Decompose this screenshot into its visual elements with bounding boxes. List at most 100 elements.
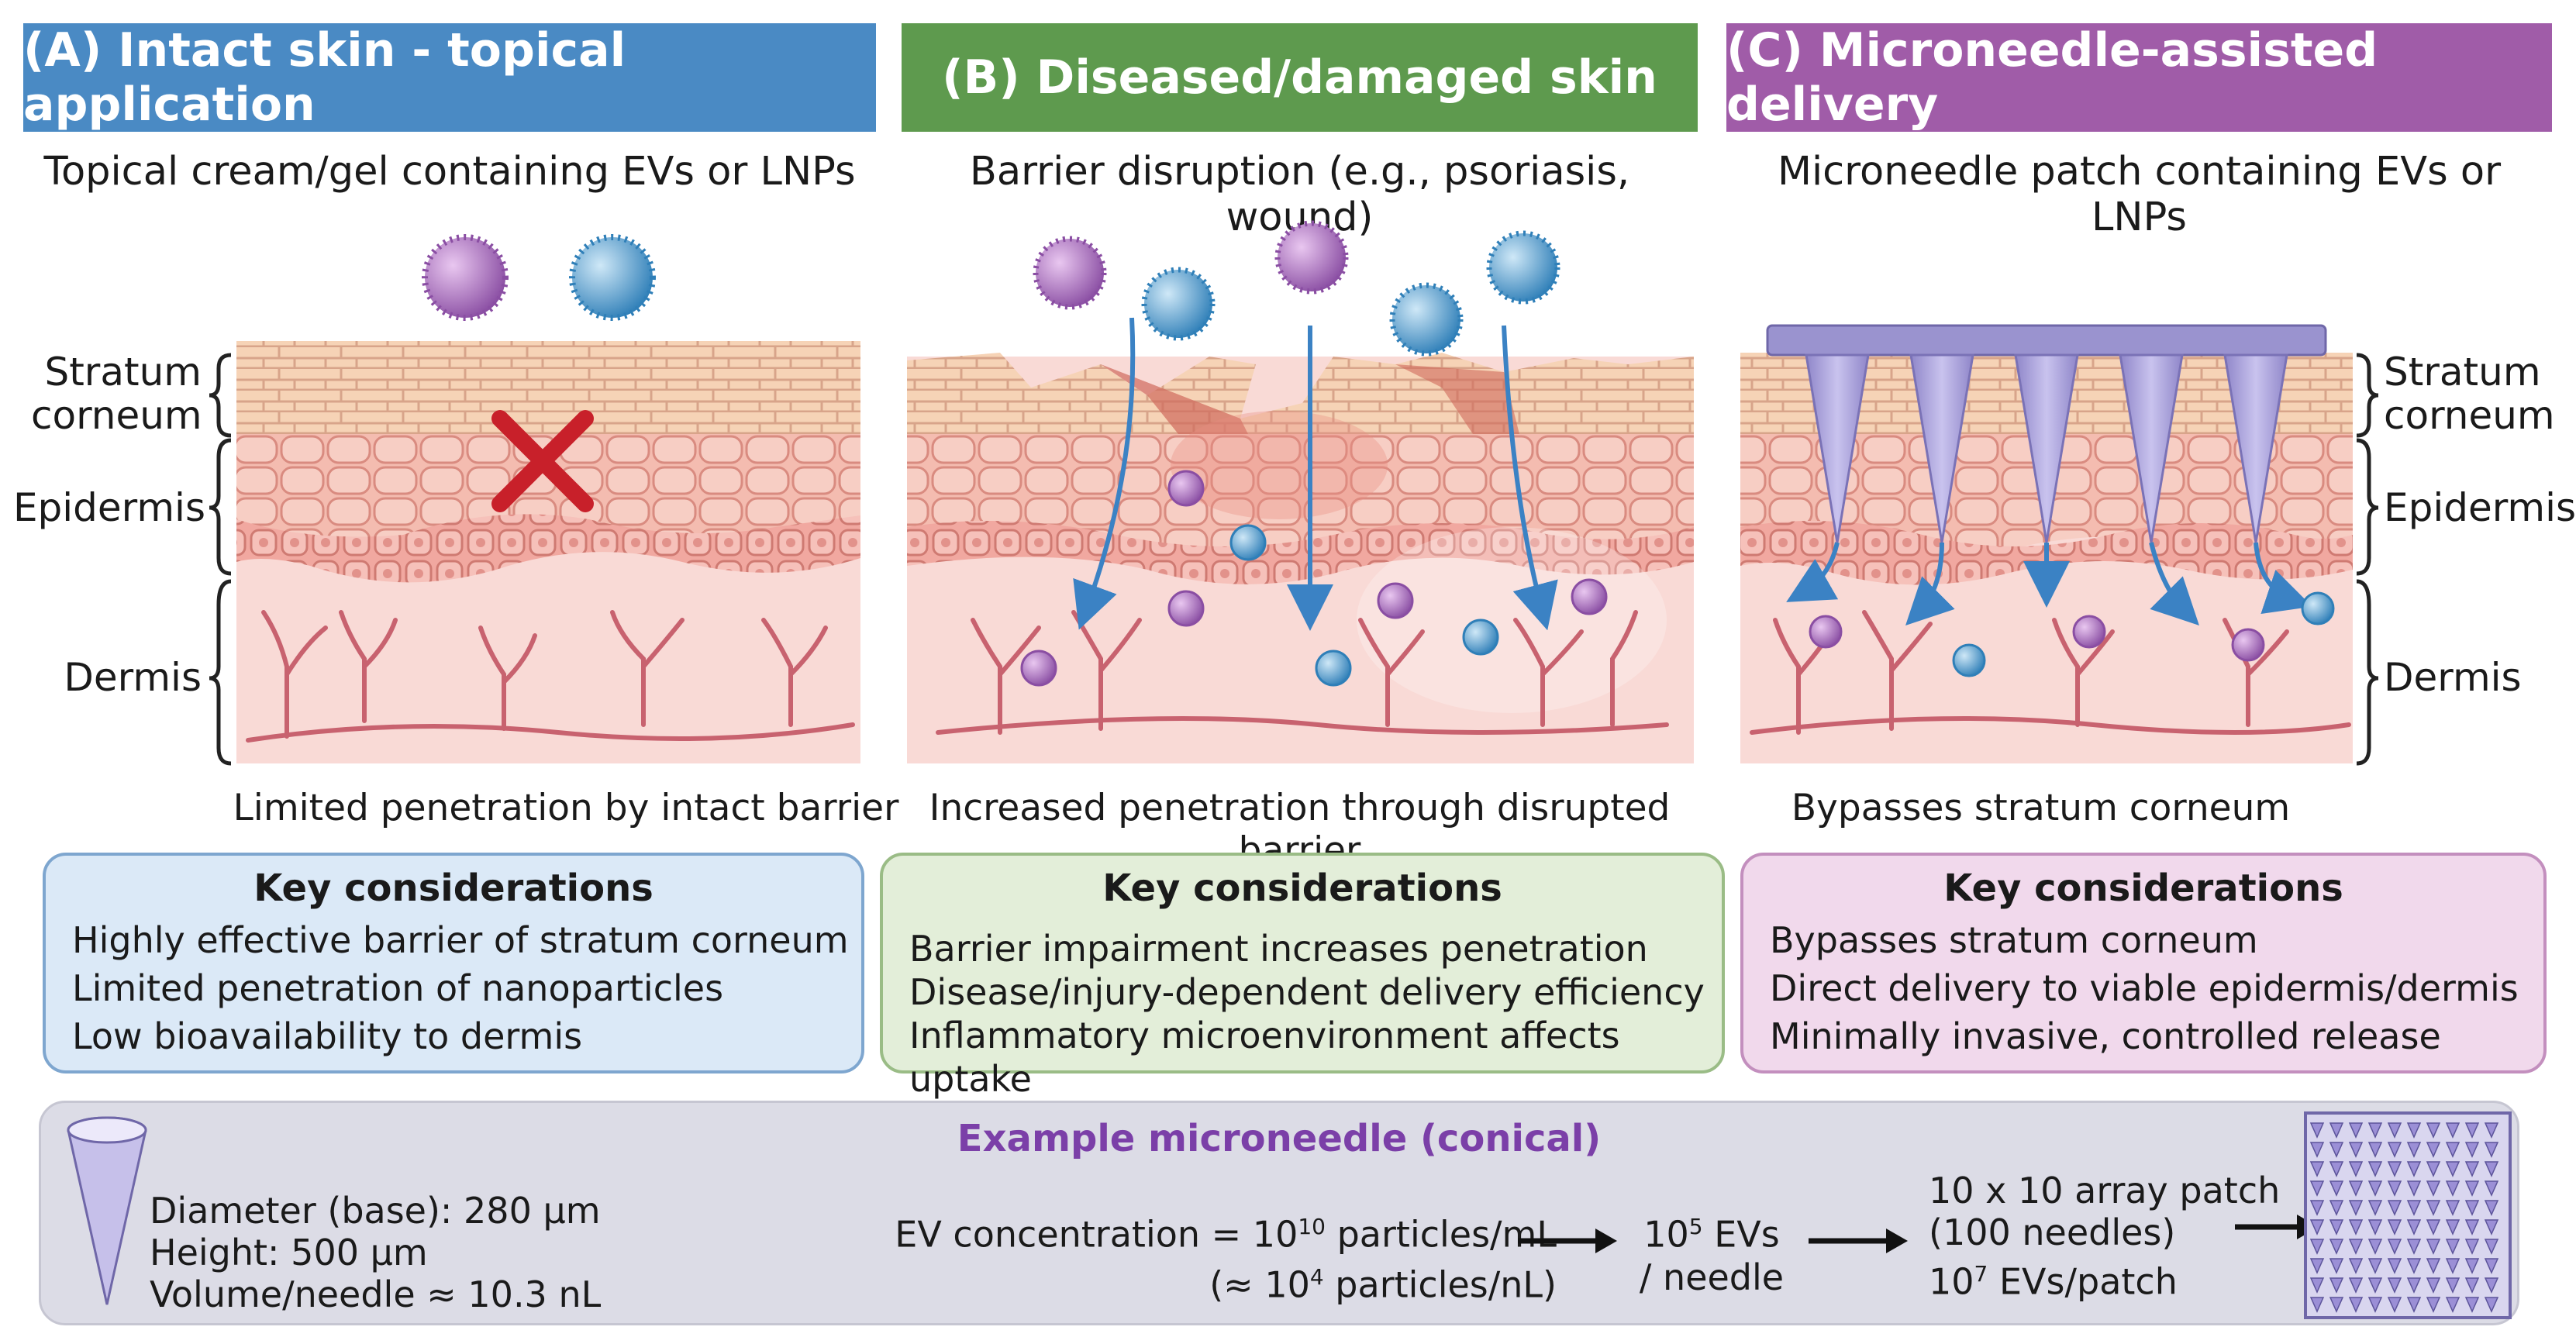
layer-braces xyxy=(209,353,2379,766)
lnp-particle-icon xyxy=(569,234,656,321)
array-needle xyxy=(2348,1200,2364,1216)
array-needle xyxy=(2426,1277,2441,1294)
array-needle xyxy=(2464,1161,2480,1177)
array-needle xyxy=(2367,1122,2383,1139)
concentration-text: EV concentration = 1010 particles/mL (≈ … xyxy=(895,1213,1557,1306)
array-needle xyxy=(2464,1142,2480,1158)
array-text: 10 x 10 array patch (100 needles) 107 EV… xyxy=(1929,1170,2281,1303)
array-needle xyxy=(2406,1180,2422,1197)
array-needle xyxy=(2426,1200,2441,1216)
array-needle xyxy=(2309,1142,2325,1158)
array-needle xyxy=(2445,1180,2460,1197)
dermis-label-right: Dermis xyxy=(2384,655,2522,700)
array-needle xyxy=(2406,1122,2422,1139)
panel-a-skin xyxy=(236,234,860,763)
array-needle xyxy=(2484,1277,2499,1294)
array-needle xyxy=(2445,1297,2460,1313)
array-needle xyxy=(2329,1122,2344,1139)
array-needle xyxy=(2445,1142,2460,1158)
array-needle xyxy=(2464,1277,2480,1294)
array-needle xyxy=(2406,1239,2422,1255)
array-needle xyxy=(2367,1219,2383,1235)
array-needle xyxy=(2464,1180,2480,1197)
array-needle xyxy=(2367,1258,2383,1274)
array-needle xyxy=(2387,1180,2402,1197)
example-box: Example microneedle (conical) Diameter (… xyxy=(39,1101,2519,1325)
array-needle xyxy=(2484,1122,2499,1139)
list-item: Highly effective barrier of stratum corn… xyxy=(72,919,849,961)
array-needle xyxy=(2329,1258,2344,1274)
example-title: Example microneedle (conical) xyxy=(957,1117,1602,1160)
panel-b-header: (B) Diseased/damaged skin xyxy=(902,23,1698,132)
array-needle xyxy=(2309,1161,2325,1177)
array-needle xyxy=(2484,1297,2499,1313)
array-needle xyxy=(2348,1142,2364,1158)
array-needle xyxy=(2484,1180,2499,1197)
panel-a-key-box: Key considerations Highly effective barr… xyxy=(43,853,864,1073)
needle-specs: Diameter (base): 280 μm Height: 500 μm V… xyxy=(150,1190,601,1315)
panel-c-subtitle: Microneedle patch containing EVs or LNPs xyxy=(1777,149,2502,240)
array-needle xyxy=(2464,1297,2480,1313)
array-needle xyxy=(2426,1219,2441,1235)
array-needle xyxy=(2309,1239,2325,1255)
panel-b-subtitle: Barrier disruption (e.g., psoriasis, wou… xyxy=(969,149,1630,240)
list-item: Minimally invasive, controlled release xyxy=(1770,1015,2441,1057)
array-needle xyxy=(2387,1161,2402,1177)
dermis-label-left: Dermis xyxy=(64,655,202,700)
array-needle xyxy=(2445,1258,2460,1274)
array-needle xyxy=(2348,1161,2364,1177)
array-needle xyxy=(2445,1200,2460,1216)
array-needle xyxy=(2406,1219,2422,1235)
volume-text: Volume/needle ≈ 10.3 nL xyxy=(150,1273,602,1315)
panel-b-skin xyxy=(907,220,1694,763)
array-needle xyxy=(2309,1277,2325,1294)
array-needle xyxy=(2348,1239,2364,1255)
arrow-right-icon xyxy=(1518,1229,1617,1253)
array-needle xyxy=(2387,1258,2402,1274)
list-item: Bypasses stratum corneum xyxy=(1770,919,2258,961)
panel-b-caption: Increased penetration through disrupted … xyxy=(929,787,1671,872)
panel-c-skin xyxy=(1740,324,2353,763)
array-needle xyxy=(2387,1239,2402,1255)
array-needle xyxy=(2367,1239,2383,1255)
panel-a-subtitle: Topical cream/gel containing EVs or LNPs xyxy=(43,149,856,195)
array-needle xyxy=(2464,1239,2480,1255)
array-needle xyxy=(2367,1297,2383,1313)
array-needle xyxy=(2406,1142,2422,1158)
panel-c-key-title: Key considerations xyxy=(1943,867,2343,910)
skin-illustration xyxy=(209,220,2379,766)
panel-b-key-title: Key considerations xyxy=(1102,867,1502,910)
array-needle xyxy=(2387,1122,2402,1139)
array-needle xyxy=(2367,1277,2383,1294)
array-needle xyxy=(2309,1219,2325,1235)
array-needle xyxy=(2406,1258,2422,1274)
array-needle xyxy=(2309,1297,2325,1313)
array-needle xyxy=(2367,1142,2383,1158)
array-needle xyxy=(2445,1161,2460,1177)
needle-array-icon xyxy=(2304,1111,2512,1319)
array-needle xyxy=(2406,1161,2422,1177)
array-needle xyxy=(2426,1297,2441,1313)
array-needle xyxy=(2329,1180,2344,1197)
array-needle xyxy=(2348,1297,2364,1313)
array-needle xyxy=(2329,1297,2344,1313)
array-needle xyxy=(2309,1180,2325,1197)
array-needle xyxy=(2329,1239,2344,1255)
list-item: Limited penetration of nanoparticles xyxy=(72,967,724,1009)
array-needle xyxy=(2367,1180,2383,1197)
list-item: Barrier impairment increases penetration xyxy=(909,928,1648,970)
array-needle xyxy=(2406,1200,2422,1216)
array-needle xyxy=(2348,1277,2364,1294)
array-needle xyxy=(2329,1219,2344,1235)
conical-needle-icon xyxy=(67,1116,147,1305)
array-needle xyxy=(2387,1297,2402,1313)
array-needle xyxy=(2348,1219,2364,1235)
per-needle-text: 105 EVs / needle xyxy=(1639,1213,1785,1299)
arrow-right-icon xyxy=(1809,1229,1908,1253)
array-needle xyxy=(2484,1161,2499,1177)
array-needle xyxy=(2426,1258,2441,1274)
diameter-text: Diameter (base): 280 μm xyxy=(150,1190,601,1232)
array-needle xyxy=(2426,1180,2441,1197)
